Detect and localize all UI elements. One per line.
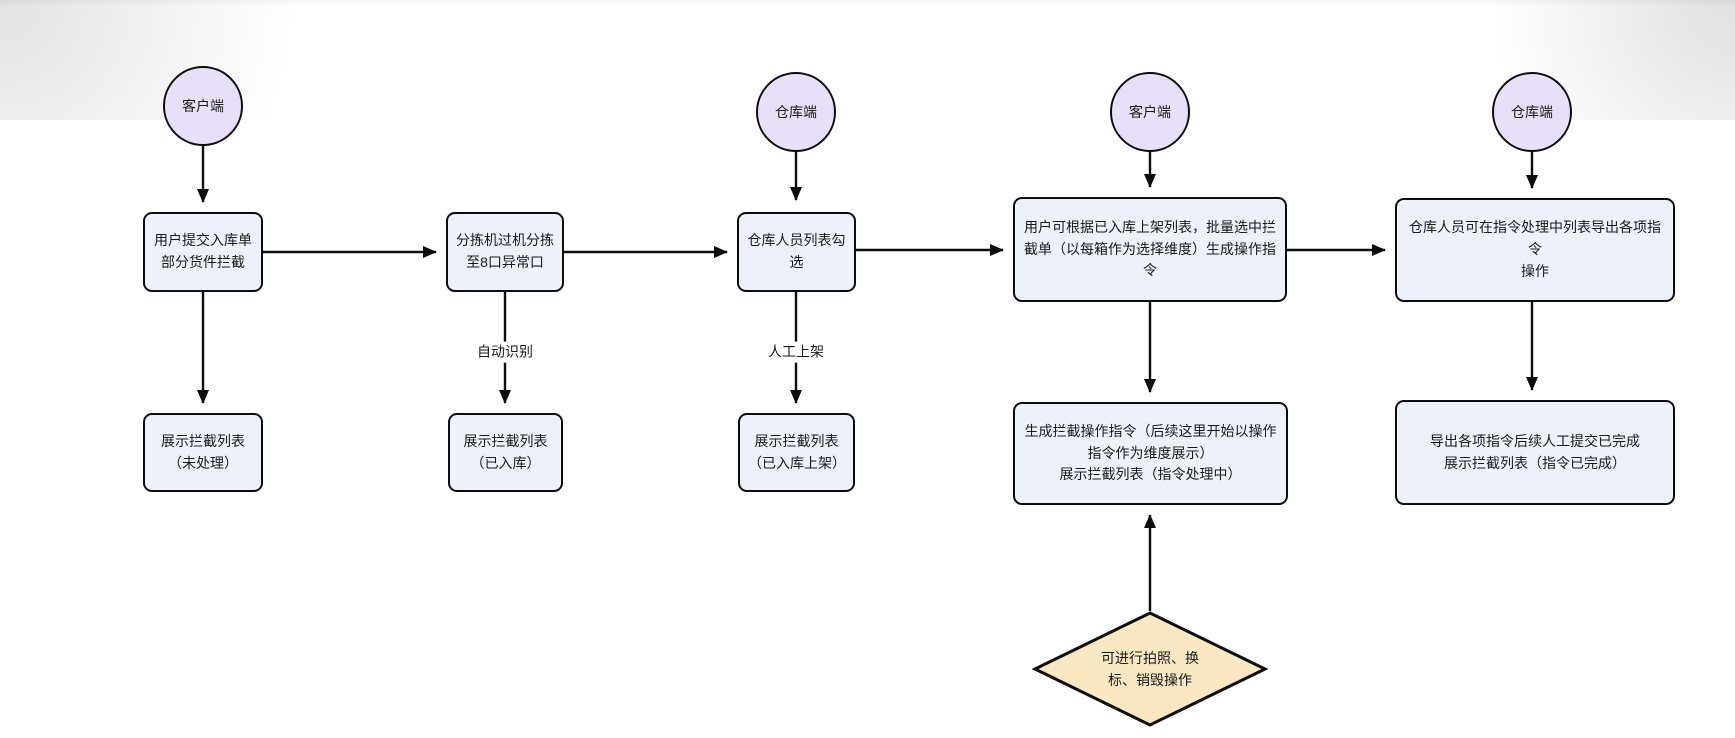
decision-label: 可进行拍照、换 标、销毁操作 — [1101, 649, 1199, 688]
process-node-list-completed[interactable]: 导出各项指令后续人工提交已完成 展示拦截列表（指令已完成） — [1395, 400, 1675, 505]
process-label: 导出各项指令后续人工提交已完成 展示拦截列表（指令已完成） — [1430, 432, 1640, 471]
actor-node-client-2[interactable]: 客户端 — [1110, 72, 1190, 152]
actor-label: 仓库端 — [1511, 104, 1553, 120]
process-node-batch-select[interactable]: 用户可根据已入库上架列表，批量选中拦截单（以每箱作为选择维度）生成操作指令 — [1013, 197, 1287, 302]
process-node-list-unprocessed[interactable]: 展示拦截列表 （未处理） — [143, 413, 263, 492]
process-label: 生成拦截操作指令（后续这里开始以操作指令作为维度展示） 展示拦截列表（指令处理中… — [1024, 422, 1277, 483]
process-label: 展示拦截列表 （已入库） — [463, 432, 548, 471]
edge-label-text: 人工上架 — [768, 343, 824, 360]
actor-node-warehouse-1[interactable]: 仓库端 — [756, 72, 836, 152]
edge-label-manual-shelving: 人工上架 — [763, 341, 829, 363]
process-label: 展示拦截列表 （未处理） — [161, 432, 245, 471]
process-node-submit-inbound[interactable]: 用户提交入库单 部分货件拦截 — [143, 212, 263, 292]
actor-label: 客户端 — [1129, 104, 1171, 120]
process-label: 用户可根据已入库上架列表，批量选中拦截单（以每箱作为选择维度）生成操作指令 — [1024, 218, 1276, 279]
actor-node-warehouse-2[interactable]: 仓库端 — [1492, 72, 1572, 152]
process-node-list-inbound[interactable]: 展示拦截列表 （已入库） — [448, 413, 563, 492]
process-node-export-instructions[interactable]: 仓库人员可在指令处理中列表导出各项指令 操作 — [1395, 198, 1675, 302]
diamond-shape — [1032, 611, 1268, 727]
process-label: 展示拦截列表 （已入库上架） — [748, 432, 846, 471]
process-label: 仓库人员可在指令处理中列表导出各项指令 操作 — [1409, 219, 1661, 279]
actor-label: 客户端 — [182, 98, 224, 114]
process-label: 仓库人员列表勾 选 — [747, 232, 846, 270]
process-label: 用户提交入库单 部分货件拦截 — [154, 232, 252, 270]
process-node-list-shelved[interactable]: 展示拦截列表 （已入库上架） — [738, 413, 855, 492]
edge-label-auto-recognition: 自动识别 — [472, 341, 538, 363]
process-node-staff-select[interactable]: 仓库人员列表勾 选 — [737, 212, 856, 292]
process-node-sorter[interactable]: 分拣机过机分拣 至8口异常口 — [446, 212, 564, 292]
actor-label: 仓库端 — [775, 104, 817, 120]
process-node-list-processing[interactable]: 生成拦截操作指令（后续这里开始以操作指令作为维度展示） 展示拦截列表（指令处理中… — [1013, 402, 1288, 505]
process-label: 分拣机过机分拣 至8口异常口 — [456, 232, 554, 270]
actor-node-client-1[interactable]: 客户端 — [163, 66, 243, 146]
edge-label-text: 自动识别 — [477, 343, 533, 360]
decision-node-operations[interactable]: 可进行拍照、换 标、销毁操作 — [1032, 610, 1268, 728]
